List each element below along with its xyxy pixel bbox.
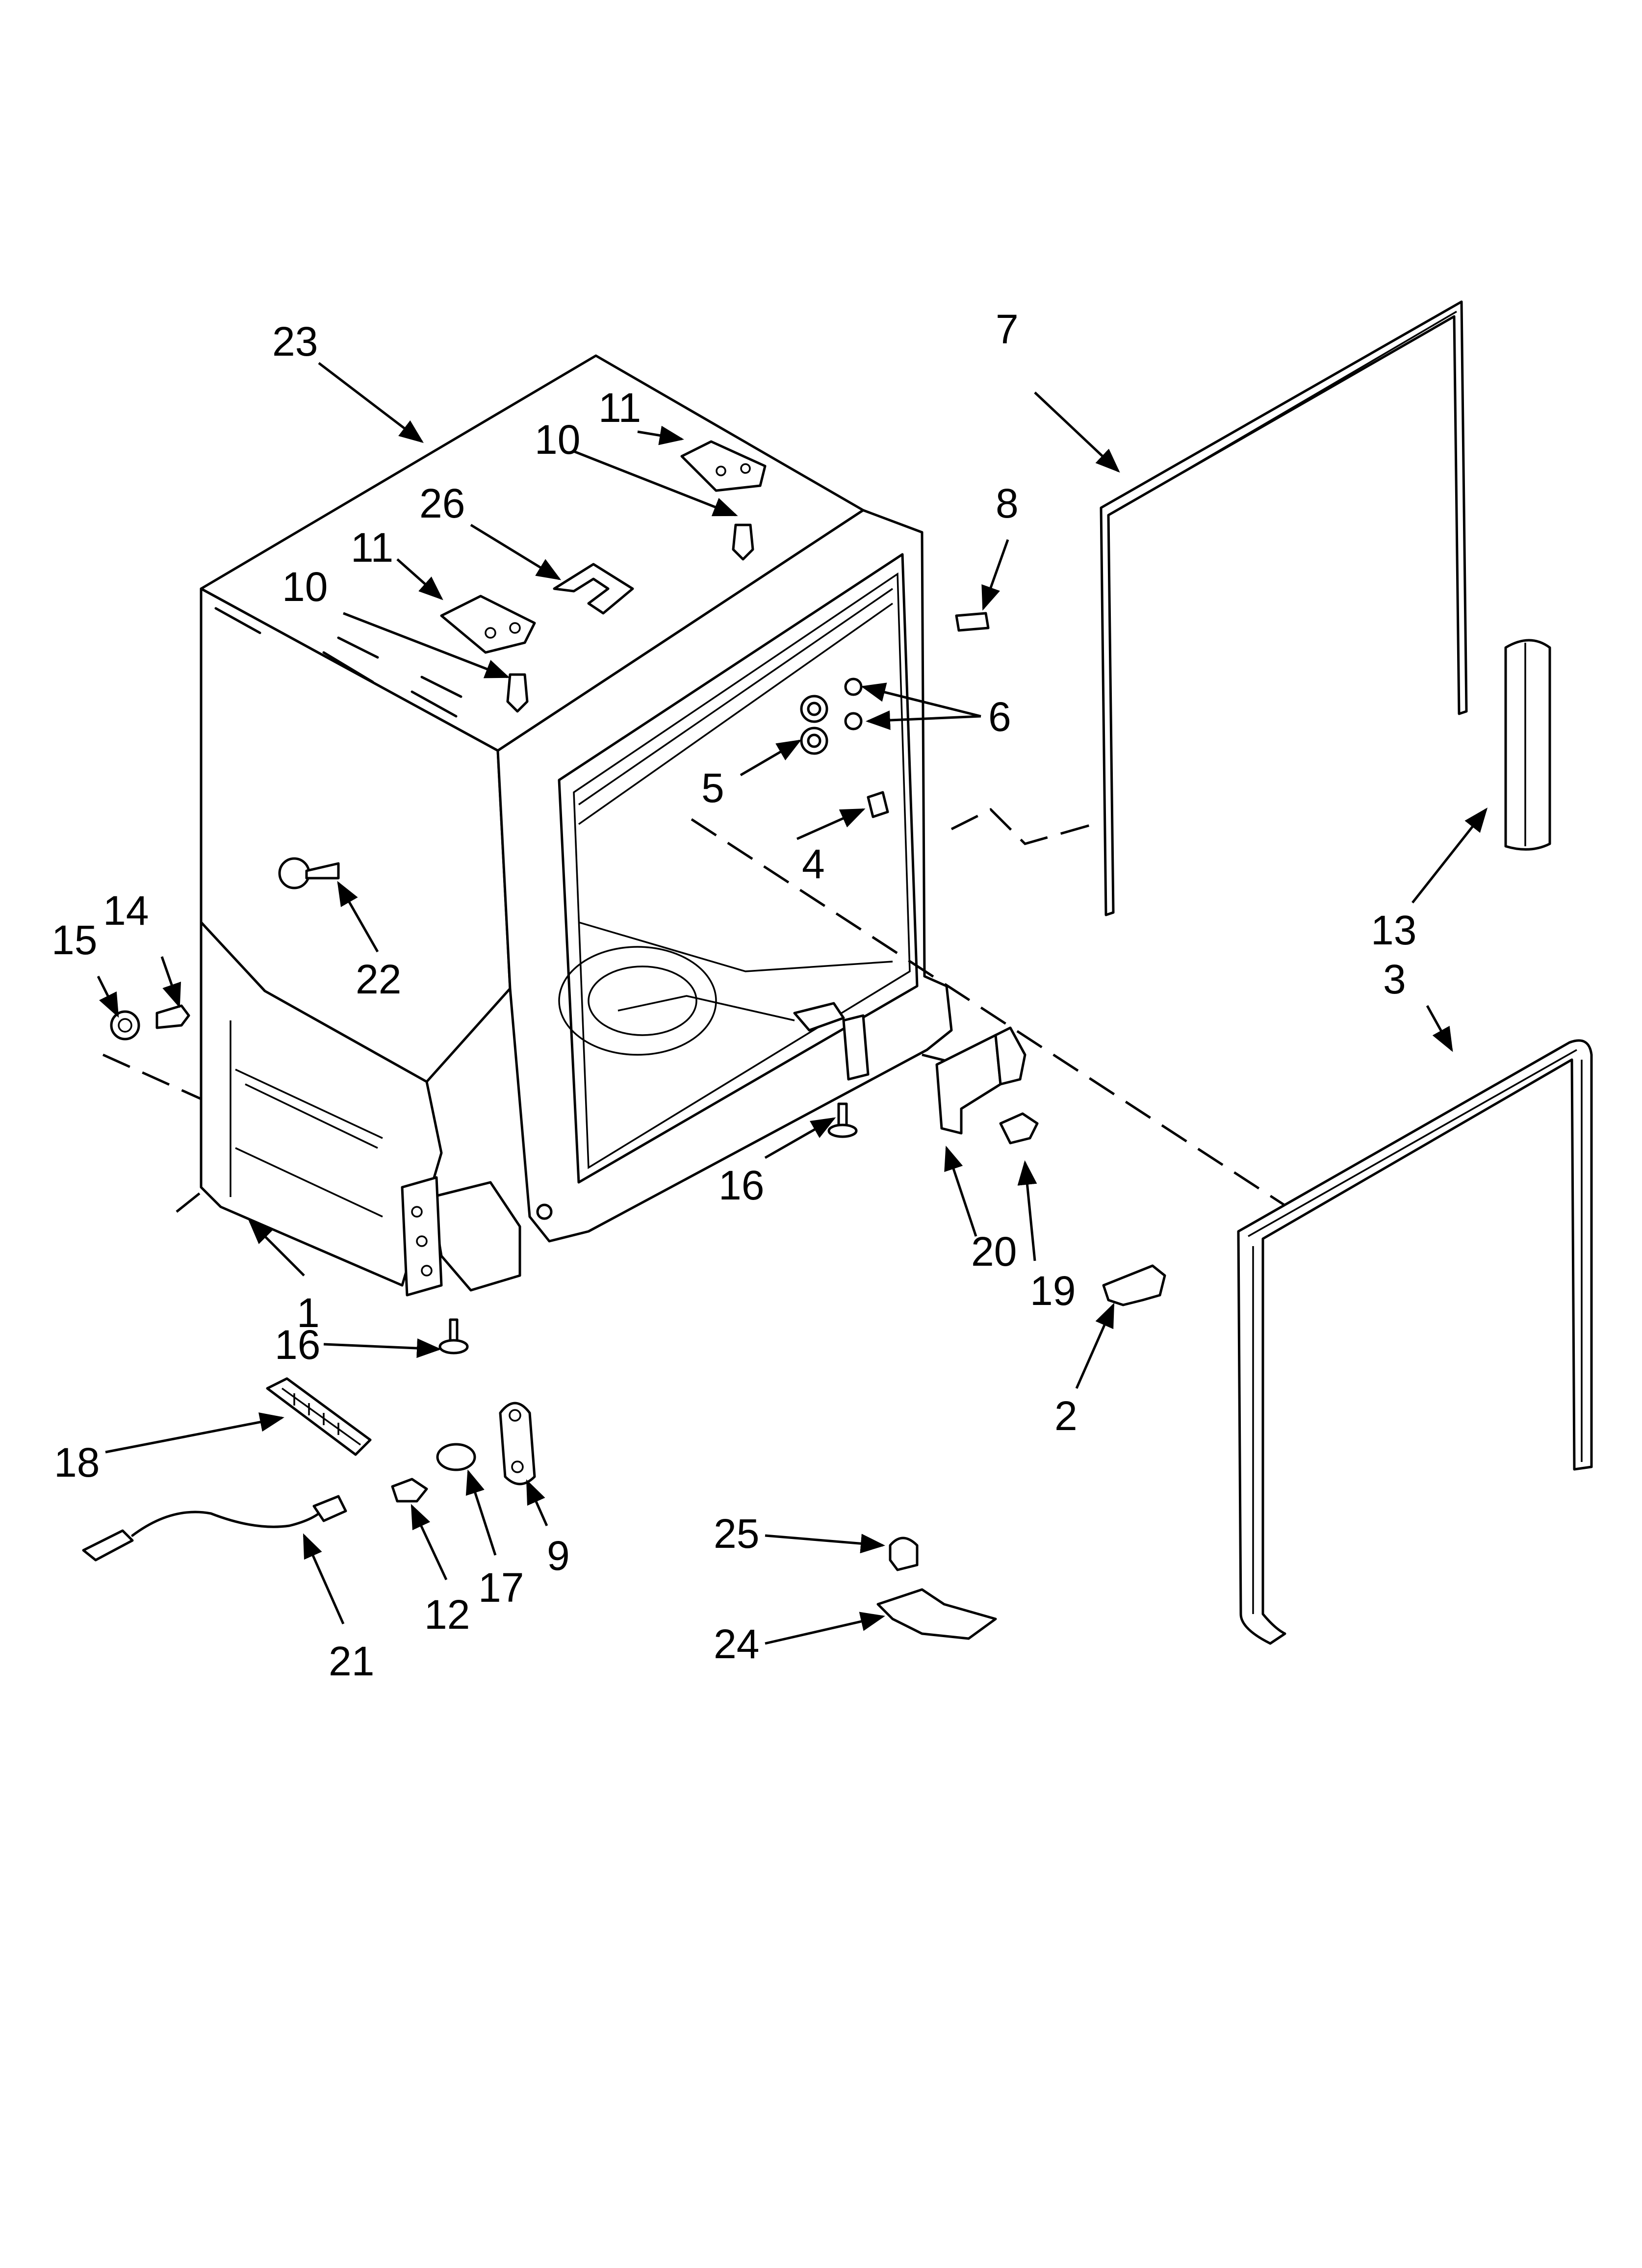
callout-11-right: 11	[598, 385, 641, 431]
callout-4: 4	[802, 841, 825, 887]
callout-12: 12	[424, 1591, 470, 1638]
clip-part-25	[889, 1537, 919, 1571]
callout-13: 13	[1371, 907, 1416, 953]
callout-15: 15	[51, 917, 97, 963]
bracket-part-24	[876, 1588, 997, 1640]
callout-24: 24	[714, 1621, 759, 1667]
callout-5: 5	[701, 765, 724, 811]
callout-16-lower: 16	[275, 1322, 320, 1368]
callout-14: 14	[103, 887, 149, 934]
callout-19: 19	[1030, 1268, 1076, 1314]
leader-arrows	[97, 362, 1488, 1645]
screw-part-12	[391, 1478, 428, 1503]
callout-labels: 23 11 10 26 11 10 7 8 6 5 4 13 3 14 15 2…	[51, 306, 1416, 1684]
callout-1: 1	[297, 1290, 320, 1336]
washer-part-17	[436, 1443, 476, 1471]
screw-part-14	[155, 1004, 190, 1029]
tub-gasket-bottom	[1237, 1039, 1593, 1645]
link-part-9	[499, 1402, 536, 1486]
bracket-part-20	[935, 1026, 1026, 1135]
callout-9: 9	[547, 1533, 570, 1579]
callout-25: 25	[714, 1511, 759, 1557]
callout-21: 21	[329, 1638, 374, 1684]
callout-17: 17	[478, 1564, 524, 1611]
callout-6: 6	[988, 694, 1011, 740]
callout-10-left: 10	[282, 564, 328, 610]
side-strip	[1504, 639, 1551, 851]
tub-assembly	[200, 354, 990, 1297]
callout-23: 23	[272, 318, 318, 365]
foot-part-16-lower	[438, 1318, 469, 1355]
callout-2: 2	[1054, 1393, 1078, 1439]
callout-22: 22	[356, 956, 401, 1002]
cable-part-21	[82, 1495, 347, 1562]
callout-11-left: 11	[351, 524, 393, 571]
assembly-guide-lines	[102, 808, 1296, 1213]
clip-part-2	[1102, 1264, 1166, 1306]
screw-part-19	[999, 1112, 1039, 1145]
callout-26: 26	[419, 480, 465, 526]
spring-part-18	[266, 1377, 372, 1456]
callout-8: 8	[996, 480, 1019, 526]
callout-18: 18	[54, 1439, 100, 1486]
callout-3: 3	[1383, 956, 1406, 1002]
callout-20: 20	[971, 1228, 1017, 1275]
callout-10-right: 10	[535, 417, 580, 463]
nut-part-15	[110, 1010, 140, 1041]
door-gasket-top	[1100, 300, 1468, 916]
callout-16-upper: 16	[718, 1162, 764, 1208]
callout-7: 7	[996, 306, 1019, 352]
